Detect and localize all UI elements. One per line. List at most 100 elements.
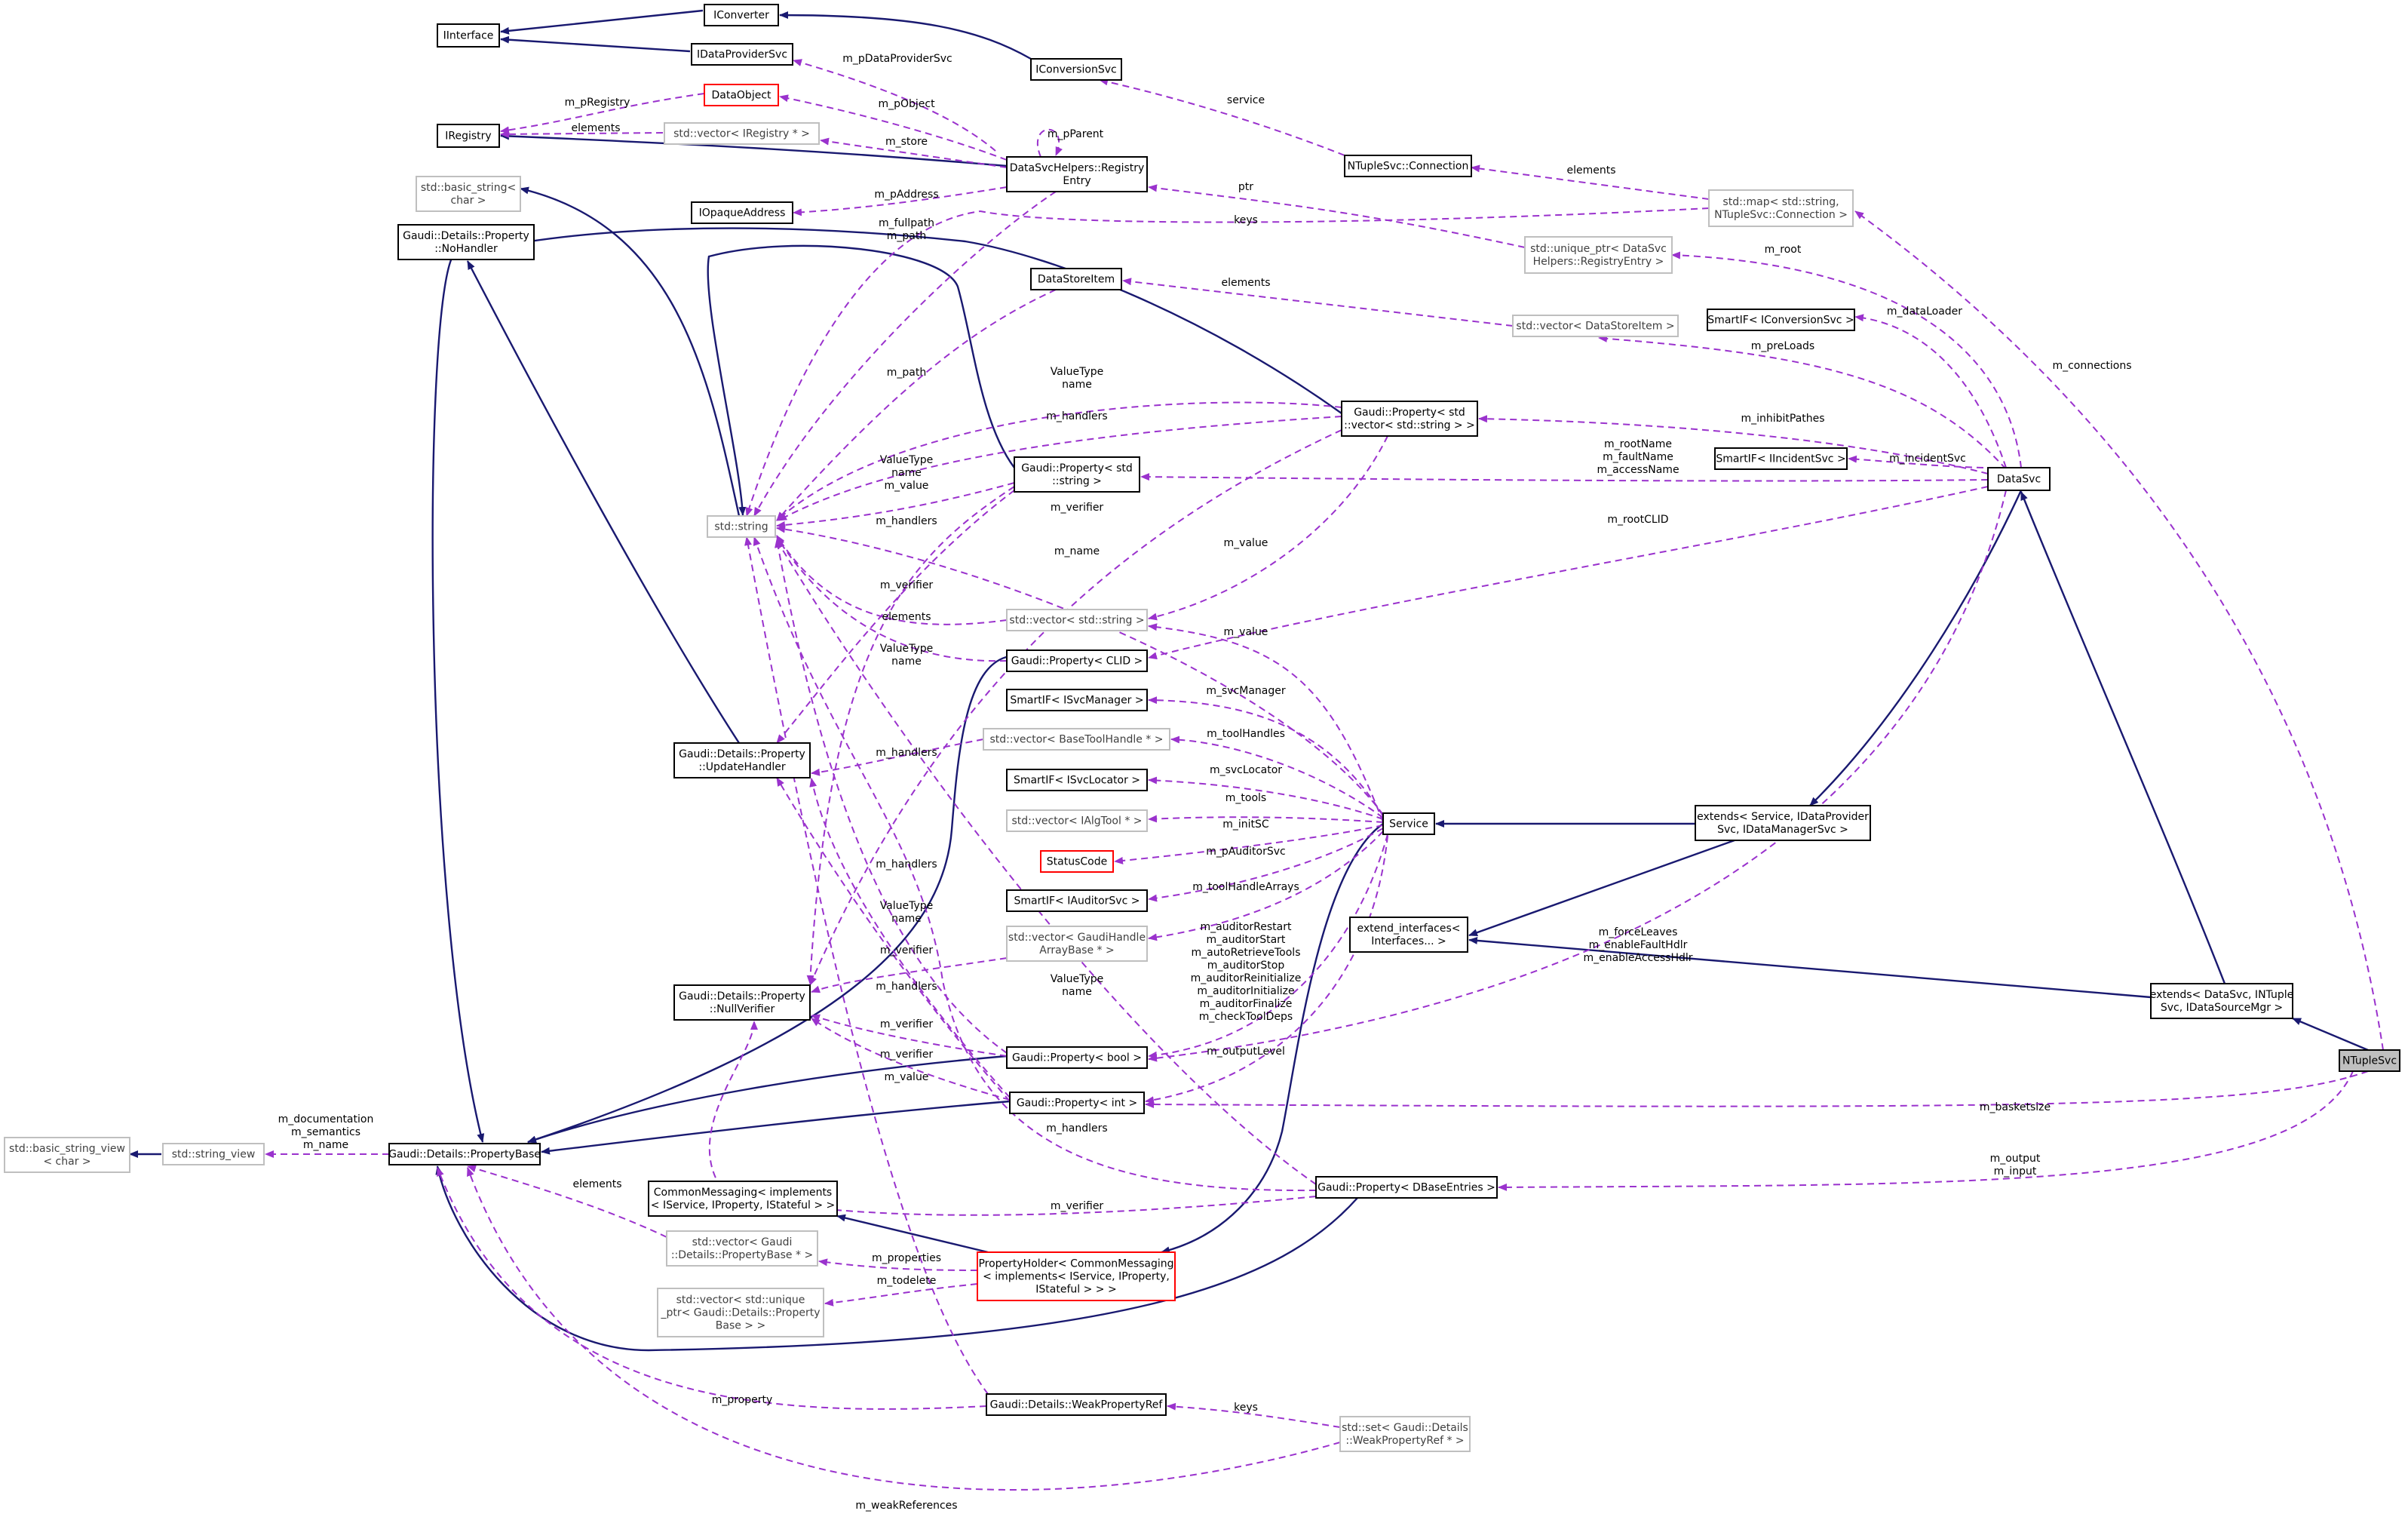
usage-edge-26 bbox=[500, 130, 664, 138]
inheritance-edge-6 bbox=[520, 186, 741, 517]
class-node-label: extend_interfaces< bbox=[1357, 923, 1461, 935]
class-node-null-verifier[interactable]: Gaudi::Details::Property::NullVerifier bbox=[673, 984, 811, 1021]
class-node-iopaque-address[interactable]: IOpaqueAddress bbox=[691, 201, 793, 224]
class-node-label: Gaudi::Property< std bbox=[1354, 407, 1465, 419]
class-node-smart-ifiauditor-svc[interactable]: SmartIF< IAuditorSvc > bbox=[1006, 889, 1148, 912]
class-node-label: ::Details::PropertyBase * > bbox=[671, 1249, 813, 1261]
class-node-label: StatusCode bbox=[1047, 856, 1107, 868]
edge-label-line: m_autoRetrieveTools bbox=[1192, 947, 1301, 959]
class-node-box bbox=[4, 1137, 130, 1173]
class-node-label: std::string bbox=[714, 521, 768, 533]
edge-label-tool-handles: m_toolHandles bbox=[1207, 728, 1285, 740]
class-node-smart-ificonversion-svc[interactable]: SmartIF< IConversionSvc > bbox=[1707, 309, 1855, 331]
class-node-service[interactable]: Service bbox=[1382, 812, 1435, 835]
class-node-prop-clid[interactable]: Gaudi::Property< CLID > bbox=[1006, 649, 1148, 672]
class-node-no-handler[interactable]: Gaudi::Details::Property::NoHandler bbox=[397, 224, 535, 260]
class-node-label: std::basic_string_view bbox=[9, 1143, 125, 1155]
class-node-box bbox=[1987, 467, 2051, 491]
class-node-iinterface[interactable]: IInterface bbox=[437, 23, 500, 48]
class-node-weak-property-ref[interactable]: Gaudi::Details::WeakPropertyRef bbox=[986, 1393, 1167, 1416]
usage-edge-74 bbox=[1145, 1070, 2369, 1109]
usage-edge-41 bbox=[1478, 415, 1989, 474]
class-node-update-handler[interactable]: Gaudi::Details::Property::UpdateHandler bbox=[673, 742, 811, 778]
class-node-data-svc[interactable]: DataSvc bbox=[1987, 467, 2051, 491]
class-node-prop-dbase-entries[interactable]: Gaudi::Property< DBaseEntries > bbox=[1315, 1176, 1498, 1199]
class-node-ntuple-svc[interactable]: NTupleSvc bbox=[2339, 1049, 2400, 1072]
edge-label-line: m_incidentSvc bbox=[1889, 453, 1966, 465]
class-node-label: Gaudi::Property< int > bbox=[1017, 1098, 1137, 1110]
class-node-box bbox=[1030, 268, 1122, 290]
class-node-box bbox=[1006, 649, 1148, 672]
class-node-extend-interfaces[interactable]: extend_interfaces<Interfaces... > bbox=[1349, 917, 1468, 953]
class-node-prop-bool[interactable]: Gaudi::Property< bool > bbox=[1006, 1046, 1148, 1069]
class-node-unique-registry-entry[interactable]: std::unique_ptr< DataSvcHelpers::Registr… bbox=[1524, 236, 1673, 274]
class-node-map-connection[interactable]: std::map< std::string,NTupleSvc::Connect… bbox=[1708, 189, 1854, 227]
class-node-vec-data-store-item[interactable]: std::vector< DataStoreItem > bbox=[1512, 315, 1679, 337]
class-node-common-messaging[interactable]: CommonMessaging< implements< IService, I… bbox=[648, 1181, 838, 1217]
class-node-registry-entry[interactable]: DataSvcHelpers::RegistryEntry bbox=[1006, 156, 1148, 192]
edge-label-line: m_verifier bbox=[1051, 1200, 1104, 1212]
class-node-box bbox=[162, 1143, 265, 1165]
class-node-label: NTupleSvc::Connection bbox=[1348, 161, 1469, 173]
class-node-label: Service bbox=[1389, 818, 1428, 831]
class-node-smart-ifisvc-locator[interactable]: SmartIF< ISvcLocator > bbox=[1006, 769, 1148, 791]
edge-label-init-sc: m_initSC bbox=[1222, 818, 1269, 831]
class-node-vec-iregistry[interactable]: std::vector< IRegistry * > bbox=[664, 122, 820, 145]
class-node-iconverter[interactable]: IConverter bbox=[704, 4, 779, 26]
class-node-idata-provider-svc[interactable]: IDataProviderSvc bbox=[691, 43, 793, 66]
class-node-vec-ialg-tool[interactable]: std::vector< IAlgTool * > bbox=[1006, 809, 1148, 832]
edge-label-line: m_verifier bbox=[1051, 502, 1104, 514]
class-node-ntuple-connection[interactable]: NTupleSvc::Connection bbox=[1344, 155, 1472, 177]
class-node-vec-string[interactable]: std::vector< std::string > bbox=[1006, 609, 1148, 631]
edge-label-line: m_toolHandleArrays bbox=[1192, 881, 1299, 893]
class-node-vec-unique-property-base[interactable]: std::vector< std::unique_ptr< Gaudi::Det… bbox=[657, 1288, 824, 1337]
class-node-prop-int[interactable]: Gaudi::Property< int > bbox=[1009, 1092, 1145, 1114]
class-node-iconversion-svc[interactable]: IConversionSvc bbox=[1030, 58, 1122, 81]
class-node-label: NTupleSvc::Connection > bbox=[1714, 209, 1848, 221]
class-node-label: IConversionSvc bbox=[1035, 64, 1117, 76]
class-node-box bbox=[704, 4, 779, 26]
class-node-data-object[interactable]: DataObject bbox=[704, 84, 779, 106]
class-node-extends-service[interactable]: extends< Service, IDataProviderSvc, IDat… bbox=[1695, 805, 1871, 841]
edge-label-line: m_auditorStart bbox=[1207, 934, 1286, 946]
class-node-std-string[interactable]: std::string bbox=[707, 515, 776, 538]
class-node-basic-string-char[interactable]: std::basic_string<char > bbox=[416, 176, 521, 212]
class-node-vec-property-base[interactable]: std::vector< Gaudi::Details::PropertyBas… bbox=[666, 1230, 818, 1267]
class-node-property-holder[interactable]: PropertyHolder< CommonMessaging< impleme… bbox=[977, 1251, 1176, 1301]
edge-label-line: m_connections bbox=[2052, 360, 2131, 372]
class-node-box bbox=[1006, 926, 1148, 962]
class-node-prop-vec-string[interactable]: Gaudi::Property< std::vector< std::strin… bbox=[1341, 401, 1478, 437]
class-node-prop-string[interactable]: Gaudi::Property< std::string > bbox=[1014, 456, 1140, 493]
class-node-property-base[interactable]: Gaudi::Details::PropertyBase bbox=[388, 1143, 541, 1165]
edge-label-elements1: elements bbox=[571, 122, 620, 134]
class-node-label: std::map< std::string, bbox=[1722, 196, 1839, 208]
class-node-label: std::vector< std::unique bbox=[676, 1294, 805, 1307]
class-node-label: std::vector< IAlgTool * > bbox=[1012, 815, 1143, 828]
class-node-status-code[interactable]: StatusCode bbox=[1040, 850, 1114, 873]
edge-label-line: m_handlers bbox=[1046, 410, 1107, 422]
class-node-basic-string-view[interactable]: std::basic_string_view< char > bbox=[4, 1137, 130, 1173]
inheritance-edge-14 bbox=[1468, 936, 2152, 999]
class-node-label: std::set< Gaudi::Details bbox=[1342, 1422, 1468, 1434]
edge-label-line: name bbox=[891, 656, 922, 668]
inheritance-edge-3 bbox=[500, 132, 1008, 167]
class-node-label: Gaudi::Property< CLID > bbox=[1011, 656, 1143, 668]
class-node-string-view[interactable]: std::string_view bbox=[162, 1143, 265, 1165]
class-node-label: Gaudi::Property< std bbox=[1021, 462, 1133, 474]
class-node-smart-ifiincident-svc[interactable]: SmartIF< IIncidentSvc > bbox=[1714, 447, 1848, 470]
class-node-data-store-item[interactable]: DataStoreItem bbox=[1030, 268, 1122, 290]
class-node-label: Svc, IDataManagerSvc > bbox=[1717, 824, 1848, 836]
class-node-label: std::string_view bbox=[172, 1149, 256, 1161]
edge-label-p-auditor-svc: m_pAuditorSvc bbox=[1206, 846, 1285, 858]
class-node-label: Svc, IDataSourceMgr > bbox=[2161, 1002, 2283, 1014]
class-node-box bbox=[1040, 850, 1114, 873]
edge-label-value2: m_value bbox=[1224, 626, 1268, 638]
class-node-iregistry[interactable]: IRegistry bbox=[437, 124, 500, 148]
usage-edge-60 bbox=[776, 777, 1011, 1102]
class-node-vec-base-tool-handle[interactable]: std::vector< BaseToolHandle * > bbox=[983, 728, 1170, 751]
class-node-smart-ifisvc-manager[interactable]: SmartIF< ISvcManager > bbox=[1006, 689, 1148, 711]
class-node-set-weak-property-ref[interactable]: std::set< Gaudi::Details::WeakPropertyRe… bbox=[1339, 1416, 1471, 1452]
inheritance-edge-10 bbox=[541, 1100, 1011, 1155]
